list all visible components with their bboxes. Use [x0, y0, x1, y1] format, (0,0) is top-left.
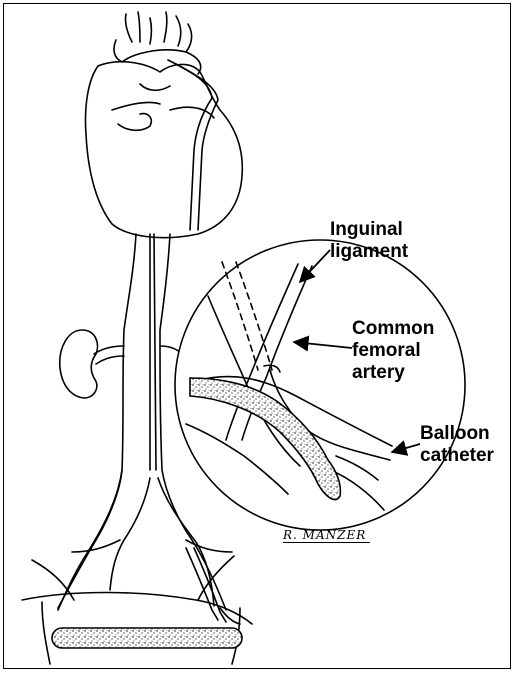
artist-signature: R. MANZER	[283, 528, 366, 542]
kidney	[60, 330, 98, 398]
pelvic-balloon	[52, 628, 242, 648]
label-line: femoral	[352, 340, 434, 362]
label-line: artery	[352, 362, 434, 384]
label-inguinal-ligament: Inguinal ligament	[330, 219, 408, 263]
label-common-femoral-artery: Common femoral artery	[352, 318, 434, 384]
label-line: Common	[352, 318, 434, 340]
label-line: catheter	[420, 445, 494, 467]
label-balloon-catheter: Balloon catheter	[420, 423, 494, 467]
label-line: Balloon	[420, 423, 494, 445]
label-line: ligament	[330, 241, 408, 263]
label-line: Inguinal	[330, 219, 408, 241]
